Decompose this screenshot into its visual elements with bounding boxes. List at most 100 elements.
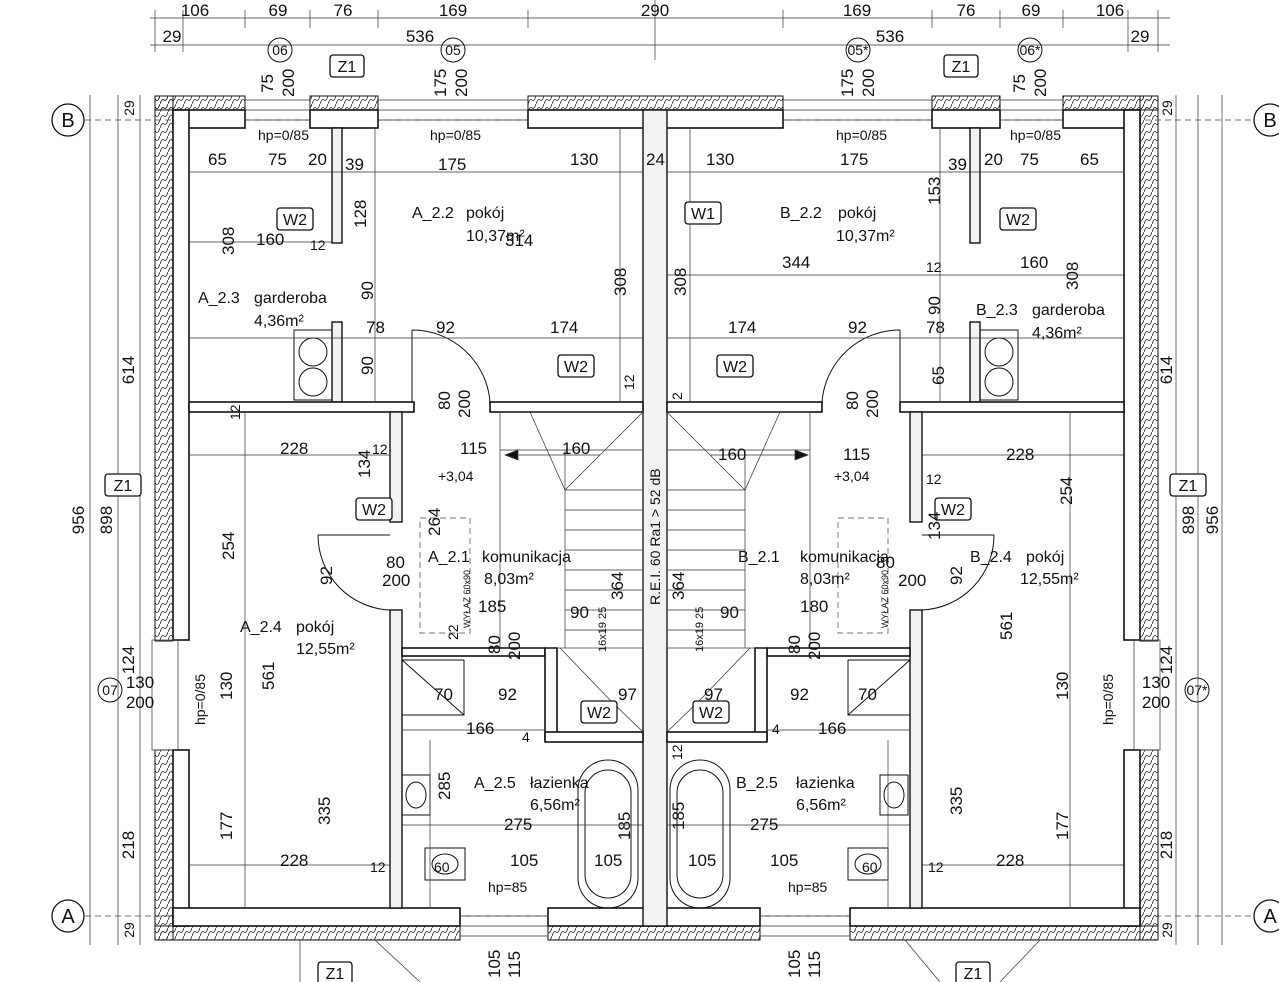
dim-78-r: 78 — [926, 318, 945, 337]
room-b21-code: B_2.1 — [738, 549, 780, 566]
window-05s-w: 175 — [838, 69, 857, 97]
dim-105-tl: 105 — [594, 851, 622, 870]
dim-561-l: 561 — [259, 662, 278, 690]
dim-top-5: 290 — [641, 1, 669, 20]
dim-166-r: 166 — [818, 719, 846, 738]
dim-308-l: 308 — [219, 227, 238, 255]
dim-20-r: 20 — [984, 150, 1003, 169]
room-a22-area: 10,37m² — [466, 228, 525, 245]
window-06s-w: 75 — [1010, 74, 1029, 93]
room-a23-name: garderoba — [254, 290, 327, 307]
dim-134-r: 134 — [925, 512, 944, 540]
dim-174-r: 174 — [728, 318, 756, 337]
room-a23-area: 4,36m² — [254, 313, 304, 330]
dim-90-sr: 90 — [720, 603, 739, 622]
dim-105-bl: 105 — [510, 851, 538, 870]
dim-top2-1: 29 — [163, 27, 182, 46]
dim-134-l: 134 — [355, 450, 374, 478]
tag-w2-3: W2 — [564, 359, 588, 376]
window-07-h: 200 — [126, 693, 154, 712]
dim-2: 2 — [669, 392, 685, 400]
tag-w2-2: W2 — [1006, 212, 1030, 229]
dim-228-br: 228 — [996, 851, 1024, 870]
dim-264: 264 — [425, 508, 444, 536]
door-upper-left-h: 200 — [455, 390, 474, 418]
dim-top2-2: 536 — [406, 27, 434, 46]
dim-top-8: 69 — [1022, 1, 1041, 20]
room-a24-name: pokój — [296, 619, 334, 636]
windows — [151, 99, 1161, 937]
window-06s-h: 200 — [1031, 69, 1050, 97]
tag-z1-right: Z1 — [1179, 478, 1198, 495]
dim-65-r: 65 — [1080, 150, 1099, 169]
dim-85-tub-r: 185 — [669, 802, 688, 830]
party-wall-label: R.E.I. 60 Ra1 > 52 dB — [647, 468, 663, 605]
dim-90-c: 90 — [925, 296, 944, 315]
dim-344: 344 — [782, 253, 810, 272]
window-05-id: 05 — [445, 42, 461, 58]
dim-92-vr: 92 — [947, 566, 966, 585]
dim-177-r: 177 — [1053, 812, 1072, 840]
dim-75-r: 75 — [1020, 150, 1039, 169]
axis-b-left: B — [61, 110, 74, 132]
door-mid-left-h: 200 — [382, 571, 410, 590]
dim-228-tr: 228 — [1006, 445, 1034, 464]
dim-115-l: 115 — [460, 439, 487, 458]
door-mid-right-w: 80 — [876, 553, 895, 572]
dim-275-l: 275 — [504, 815, 532, 834]
tag-z1-left: Z1 — [114, 478, 133, 495]
window-07s-h: 200 — [1142, 693, 1170, 712]
dim-105-br: 105 — [770, 851, 798, 870]
dim-top2-3: 536 — [876, 27, 904, 46]
dim-153: 153 — [925, 177, 944, 205]
tag-w2-7: W2 — [587, 705, 611, 722]
internal-dimension-lines — [189, 128, 1124, 908]
hp-label-3: hp=0/85 — [836, 127, 887, 143]
dim-left-29-bottom: 29 — [121, 922, 137, 938]
dim-4-l: 4 — [522, 729, 530, 745]
tag-w2-6: W2 — [941, 502, 965, 519]
door-lower-left-h: 200 — [505, 632, 524, 660]
room-b24-area: 12,55m² — [1020, 571, 1079, 588]
level-mark-left: +3,04 — [438, 468, 474, 484]
room-b22-area: 10,37m² — [836, 228, 895, 245]
dim-24: 24 — [646, 150, 665, 169]
room-b25-name: łazienka — [796, 775, 855, 792]
room-a23-code: A_2.3 — [198, 290, 240, 307]
stairs — [499, 411, 811, 733]
room-b25-area: 6,56m² — [796, 797, 846, 814]
dim-285: 285 — [435, 772, 454, 800]
dim-92-br: 92 — [790, 685, 809, 704]
tag-z1-bottom-left: Z1 — [326, 966, 345, 982]
dim-left-898: 898 — [97, 506, 116, 534]
window-tags: 06 75 200 05 175 200 05* 175 200 06* 75 … — [97, 37, 1210, 978]
dim-top-1: 106 — [181, 1, 209, 20]
dim-12-h: 12 — [370, 859, 386, 875]
window-07s-w: 130 — [1142, 673, 1170, 692]
dim-60-l: 60 — [434, 859, 450, 875]
dim-174-l: 174 — [550, 318, 578, 337]
dim-right-29-top: 29 — [1159, 100, 1175, 116]
door-upper-right-h: 200 — [863, 390, 882, 418]
dim-92-tr: 92 — [848, 318, 867, 337]
window-05s-id: 05* — [847, 42, 869, 58]
dim-160-r: 160 — [1020, 253, 1048, 272]
hp-label-5: hp=0/85 — [192, 674, 208, 725]
dim-left-29-top: 29 — [121, 100, 137, 116]
window-bottom-left-h: 115 — [505, 951, 524, 978]
dim-60-r: 60 — [862, 859, 878, 875]
axis-a-right: A — [1263, 906, 1277, 928]
level-marks: +3,04 +3,04 R.E.I. 60 Ra1 > 52 dB WYŁAZ … — [438, 468, 890, 652]
room-a22-code: A_2.2 — [412, 205, 454, 222]
dim-97-r: 97 — [704, 685, 723, 704]
room-a21-name: komunikacja — [482, 549, 571, 566]
dim-65-v: 65 — [929, 366, 948, 385]
dim-70-r: 70 — [858, 685, 877, 704]
dim-right-898: 898 — [1179, 506, 1198, 534]
tag-w2-4: W2 — [723, 359, 747, 376]
room-a24-code: A_2.4 — [240, 619, 282, 636]
window-06s-id: 06* — [1019, 42, 1041, 58]
level-mark-right: +3,04 — [834, 468, 870, 484]
window-07s-id: 07* — [1186, 682, 1208, 698]
dim-top-7: 76 — [957, 1, 976, 20]
